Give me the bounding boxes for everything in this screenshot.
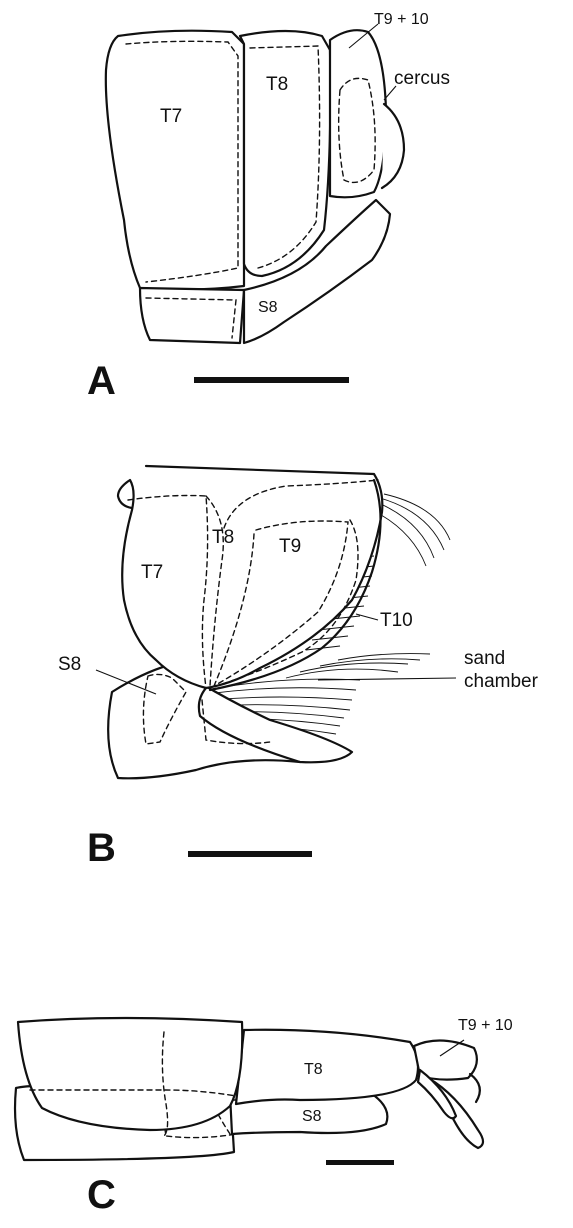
panel-a: S8 T7 T8 T9 + 10 cercus A xyxy=(87,11,450,403)
b-sand-chamber-label-1: sand xyxy=(464,648,505,669)
a-cercus-outline xyxy=(382,104,404,188)
a-t8-outline xyxy=(240,31,330,276)
b-t8-label: T8 xyxy=(212,527,234,548)
b-sand-chamber-label-2: chamber xyxy=(464,671,539,692)
b-s8-label: S8 xyxy=(58,654,81,675)
a-s7-outline xyxy=(140,288,244,343)
a-t7-outline xyxy=(106,31,244,290)
c-tip-curve xyxy=(470,1074,480,1102)
panel-letter-a: A xyxy=(87,359,116,403)
c-t7-outline xyxy=(18,1018,242,1130)
a-t9-10-label: T9 + 10 xyxy=(374,11,429,28)
a-scale-bar xyxy=(194,377,349,383)
c-t8-outline xyxy=(236,1030,418,1104)
b-scale-bar xyxy=(188,851,312,857)
a-t9-10-outline xyxy=(330,30,386,197)
c-t8-label: T8 xyxy=(304,1061,323,1078)
c-s8-label: S8 xyxy=(302,1108,322,1125)
b-t9-label: T9 xyxy=(279,536,301,557)
a-cercus-label: cercus xyxy=(394,68,450,89)
b-t10-label: T10 xyxy=(380,610,413,631)
c-scale-bar xyxy=(326,1160,394,1165)
a-t7-label: T7 xyxy=(160,106,182,127)
panel-b: T7 T8 T9 T10 S8 sand chamber B xyxy=(58,466,539,870)
panel-letter-b: B xyxy=(87,826,116,870)
panel-letter-c: C xyxy=(87,1173,116,1217)
b-t7-label: T7 xyxy=(141,562,163,583)
b-t10-leader xyxy=(356,614,378,620)
a-t8-label: T8 xyxy=(266,74,288,95)
a-s8-label: S8 xyxy=(258,299,278,316)
panel-c: S8 T8 T9 + 10 C xyxy=(15,1017,513,1217)
c-t9-10-label: T9 + 10 xyxy=(458,1017,513,1034)
